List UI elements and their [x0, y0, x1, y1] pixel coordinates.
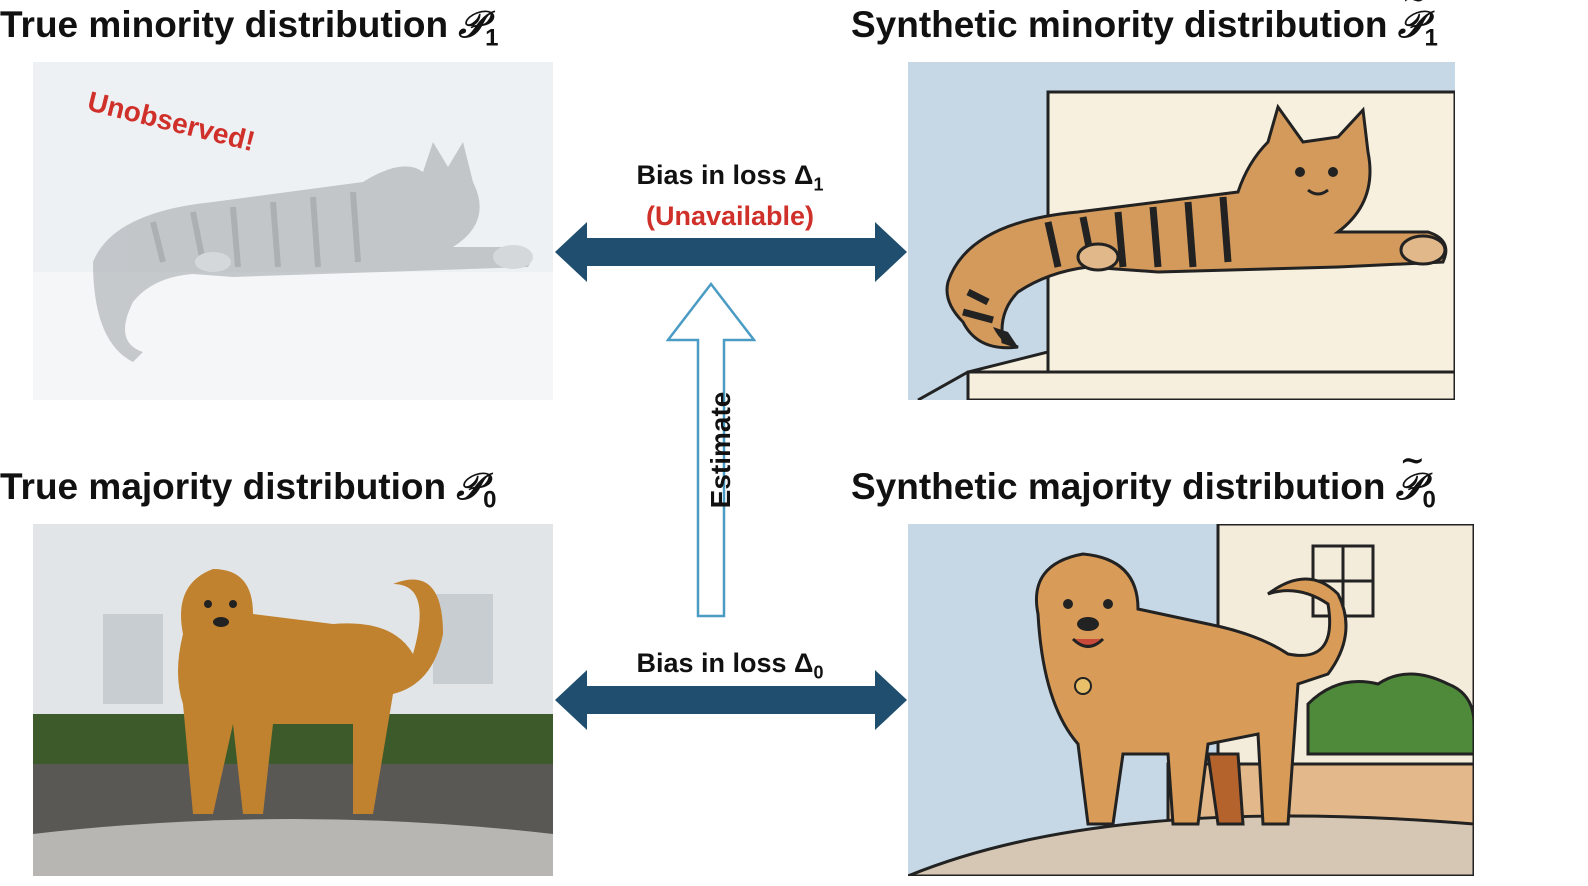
top-arrow-label: Bias in loss Δ1 [560, 160, 900, 195]
cat-illustration [908, 62, 1455, 400]
title-text: True minority distribution [0, 4, 459, 45]
title-true-minority: True minority distribution 𝒫1 [0, 6, 498, 50]
dog-photo [33, 524, 553, 876]
bottom-arrow-label-text: Bias in loss Δ [636, 648, 814, 678]
top-double-arrow [555, 222, 907, 282]
title-text: True majority distribution [0, 466, 457, 507]
title-text: Synthetic majority distribution [851, 466, 1396, 507]
subscript: 0 [483, 486, 497, 514]
top-arrow-subscript: 1 [813, 174, 824, 195]
title-synthetic-majority: Synthetic majority distribution 𝒫0 [851, 446, 1436, 514]
symbol-p1: 𝒫 [458, 2, 486, 46]
top-arrow-label-text: Bias in loss Δ [636, 160, 814, 190]
synthetic-majority-image [908, 524, 1474, 876]
subscript: 0 [1422, 486, 1436, 514]
unavailable-note: (Unavailable) [645, 201, 815, 231]
dog-illustration [908, 524, 1474, 876]
bottom-arrow-label: Bias in loss Δ0 [560, 648, 900, 683]
cat-photo-faded: Unobserved! [33, 62, 553, 400]
bottom-double-arrow [555, 670, 907, 730]
true-majority-image [33, 524, 553, 876]
symbol-p0: 𝒫 [456, 464, 484, 508]
estimate-label: Estimate [705, 391, 736, 509]
title-synthetic-minority: Synthetic minority distribution 𝒫1 [851, 0, 1438, 52]
bottom-arrow-subscript: 0 [813, 662, 824, 683]
subscript: 1 [1424, 24, 1438, 52]
synthetic-minority-image [908, 62, 1455, 400]
symbol-p1-tilde: 𝒫 [1398, 0, 1427, 43]
subscript: 1 [485, 24, 499, 52]
estimate-up-arrow [666, 282, 756, 618]
title-text: Synthetic minority distribution [851, 4, 1398, 45]
true-minority-image: Unobserved! [33, 62, 553, 400]
symbol-p0-tilde: 𝒫 [1396, 446, 1425, 505]
title-true-majority: True majority distribution 𝒫0 [0, 468, 496, 512]
